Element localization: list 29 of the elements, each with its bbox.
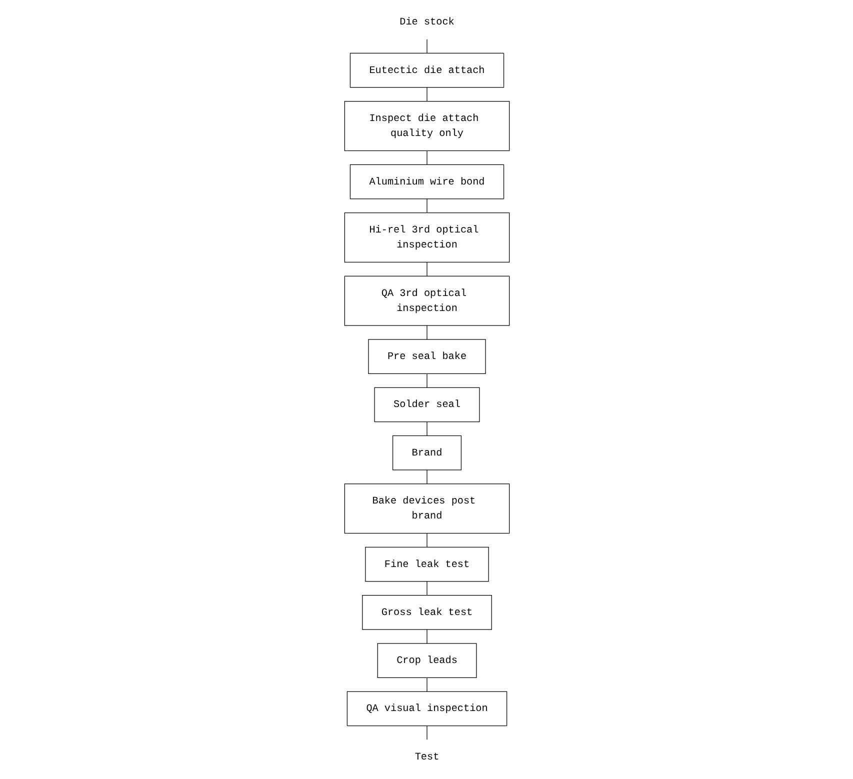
connector bbox=[426, 629, 427, 644]
connector bbox=[426, 677, 427, 692]
node-text: Test bbox=[414, 751, 439, 763]
connector bbox=[426, 581, 427, 596]
connector bbox=[426, 470, 427, 484]
node-box: QA 3rd optical inspection bbox=[344, 276, 510, 326]
connector bbox=[426, 325, 427, 340]
node-box: Eutectic die attach bbox=[349, 52, 504, 88]
connector bbox=[426, 532, 427, 548]
node-box: Inspect die attach quality only bbox=[344, 101, 510, 152]
node-text: Die stock bbox=[399, 16, 454, 28]
node-box: Gross leak test bbox=[362, 595, 492, 630]
connector bbox=[426, 262, 427, 276]
node-box: Bake devices post brand bbox=[344, 484, 510, 534]
connector bbox=[426, 725, 427, 740]
node-box: Hi-rel 3rd optical inspection bbox=[344, 212, 510, 263]
node-box: Brand bbox=[392, 435, 462, 470]
connector bbox=[426, 38, 427, 54]
connector bbox=[426, 87, 427, 102]
connector bbox=[426, 421, 427, 436]
node-box: Solder seal bbox=[374, 387, 480, 422]
node-box: QA visual inspection bbox=[346, 691, 507, 726]
node-box: Fine leak test bbox=[364, 546, 488, 582]
node-box: Crop leads bbox=[376, 643, 476, 678]
connector bbox=[426, 198, 427, 214]
connector bbox=[426, 150, 427, 165]
connector bbox=[426, 373, 427, 388]
node-box: Aluminium wire bond bbox=[349, 164, 504, 200]
node-box: Pre seal bake bbox=[368, 339, 486, 374]
